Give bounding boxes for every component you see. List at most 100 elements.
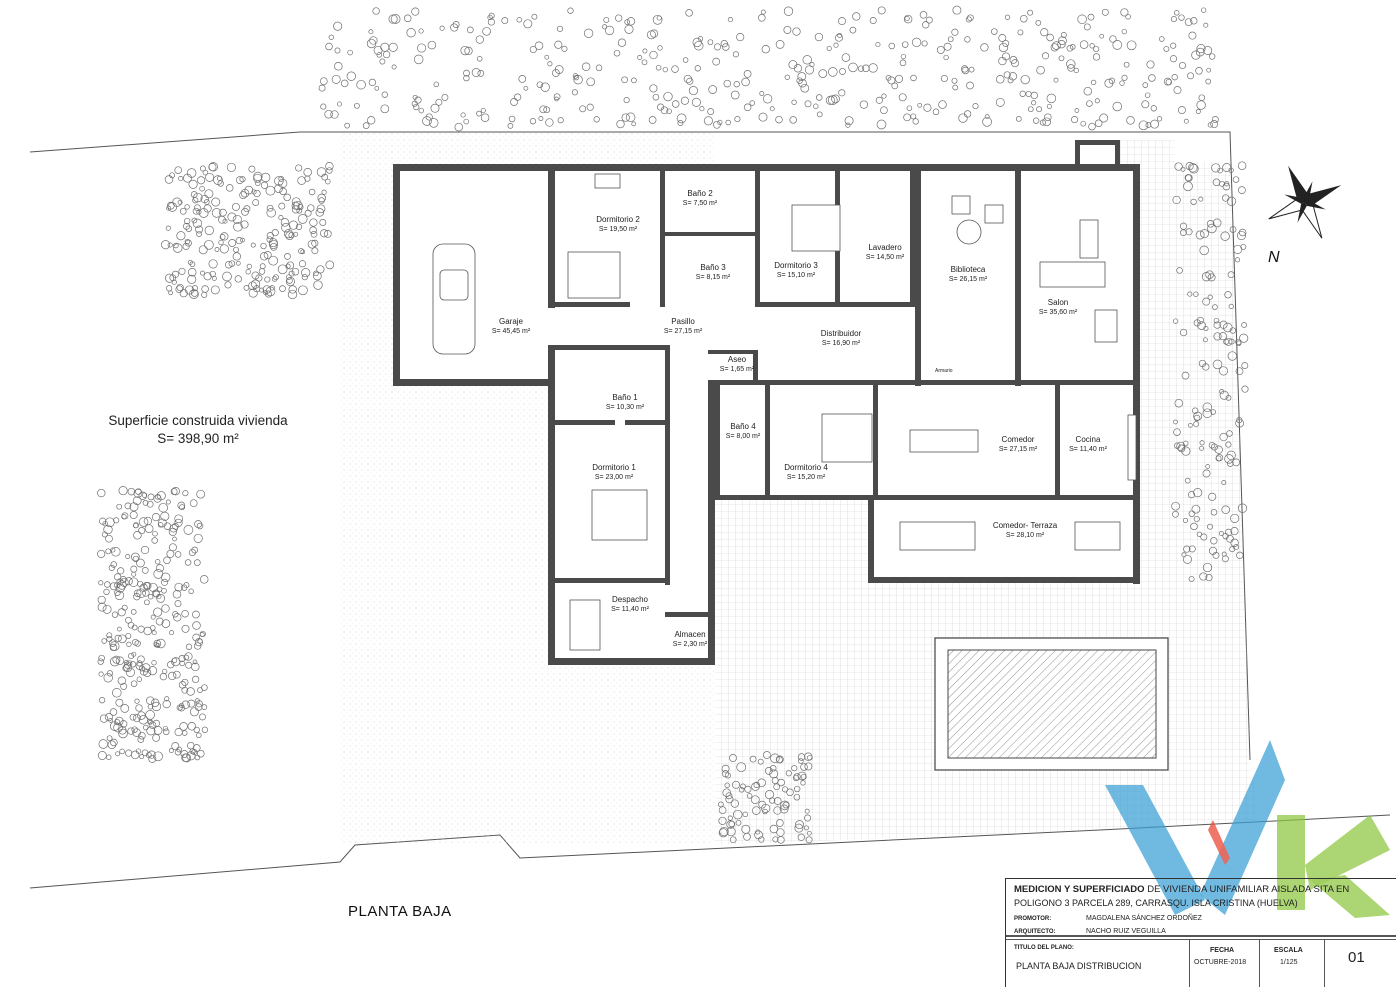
tree-canopy-mark [411,7,420,16]
tree-canopy-mark [802,55,812,65]
tree-canopy-mark [751,782,760,791]
tree-canopy-mark [887,76,896,85]
tree-canopy-mark [518,75,527,83]
tree-canopy-mark [752,806,761,815]
tree-canopy-mark [554,96,559,102]
tree-canopy-mark [152,719,160,727]
tree-canopy-mark [688,86,698,96]
tree-canopy-mark [367,116,376,125]
tree-canopy-mark [1240,243,1247,250]
tree-canopy-mark [1099,33,1105,39]
tree-canopy-mark [1202,402,1213,413]
tree-canopy-mark [818,69,828,78]
tree-canopy-mark [841,53,851,62]
tree-canopy-mark [728,820,736,828]
tree-canopy-mark [624,24,634,34]
tree-canopy-mark [1235,340,1242,347]
tree-canopy-mark [146,726,156,736]
tree-canopy-mark [770,753,780,764]
tree-canopy-mark [298,285,308,296]
tree-canopy-mark [1086,100,1093,107]
tree-canopy-mark [283,229,294,239]
tree-canopy-mark [1039,119,1046,126]
room-name: Dormitorio 1 [592,463,636,472]
tree-canopy-mark [344,122,351,129]
tree-canopy-mark [427,40,437,50]
tree-canopy-mark [1205,270,1214,279]
tree-canopy-mark [171,279,177,285]
tree-canopy-mark [200,270,205,276]
tree-canopy-mark [1184,477,1191,484]
tree-canopy-mark [218,239,224,246]
built-area-summary: Superficie construida vivienda S= 398,90… [98,412,298,448]
tree-canopy-mark [749,755,757,763]
tree-canopy-mark [1202,337,1208,343]
tree-canopy-mark [743,103,752,112]
room-area: S= 16,90 m² [822,340,861,347]
tree-canopy-mark [738,787,745,793]
tree-canopy-mark [156,594,166,603]
tree-canopy-mark [140,545,150,555]
tree-canopy-mark [174,600,182,608]
tree-canopy-mark [797,833,805,841]
tree-canopy-mark [1228,303,1234,310]
tree-canopy-mark [133,589,142,597]
tree-canopy-mark [561,45,568,52]
tree-canopy-mark [210,285,220,295]
tree-canopy-mark [151,660,157,666]
tree-canopy-mark [1079,40,1089,49]
tree-canopy-mark [1207,523,1213,530]
tree-canopy-mark [150,625,156,631]
tree-canopy-mark [476,56,483,62]
tree-canopy-mark [1226,430,1233,437]
tree-canopy-mark [1019,90,1026,97]
tree-canopy-mark [219,244,229,254]
room-dormitorio-4: Dormitorio 4S= 15,20 m² [784,463,828,481]
tree-canopy-mark [433,81,440,88]
tree-canopy-mark [316,204,326,214]
tree-canopy-mark [174,166,182,174]
tree-canopy-mark [274,184,283,193]
tree-canopy-mark [991,28,998,35]
tree-canopy-mark [148,582,158,592]
tree-canopy-mark [168,748,174,753]
tree-canopy-mark [1212,178,1221,187]
tree-canopy-mark [126,660,133,667]
tree-canopy-mark [155,564,164,573]
tree-canopy-mark [826,45,832,51]
room-name: Cocina [1076,435,1101,444]
tree-canopy-mark [251,271,260,280]
tree-canopy-mark [646,30,656,40]
tree-canopy-mark [783,25,792,34]
tree-canopy-mark [347,49,353,56]
tree-canopy-mark [1033,117,1040,124]
tree-canopy-mark [131,726,138,733]
tree-canopy-mark [1183,554,1192,564]
tree-canopy-mark [1188,422,1193,428]
tree-canopy-mark [325,42,333,51]
tree-canopy-mark [759,91,765,96]
tree-canopy-mark [758,836,765,843]
tree-canopy-mark [796,77,803,84]
tree-canopy-mark [173,242,179,249]
tree-canopy-mark [193,559,201,566]
tree-canopy-mark [192,659,198,665]
tree-canopy-mark [901,41,909,48]
tree-canopy-mark [179,722,188,731]
tree-canopy-mark [189,499,198,508]
tree-canopy-mark [1205,78,1212,85]
tree-canopy-mark [769,824,779,834]
tree-canopy-mark [951,28,959,36]
tree-canopy-mark [966,81,974,90]
tree-canopy-mark [188,548,196,557]
tree-canopy-mark [162,668,168,674]
tree-canopy-mark [719,826,729,837]
tree-canopy-mark [319,77,328,86]
tree-canopy-mark [105,548,112,555]
tree-canopy-mark [869,17,877,24]
tree-canopy-mark [107,740,117,749]
tree-canopy-mark [603,16,610,23]
